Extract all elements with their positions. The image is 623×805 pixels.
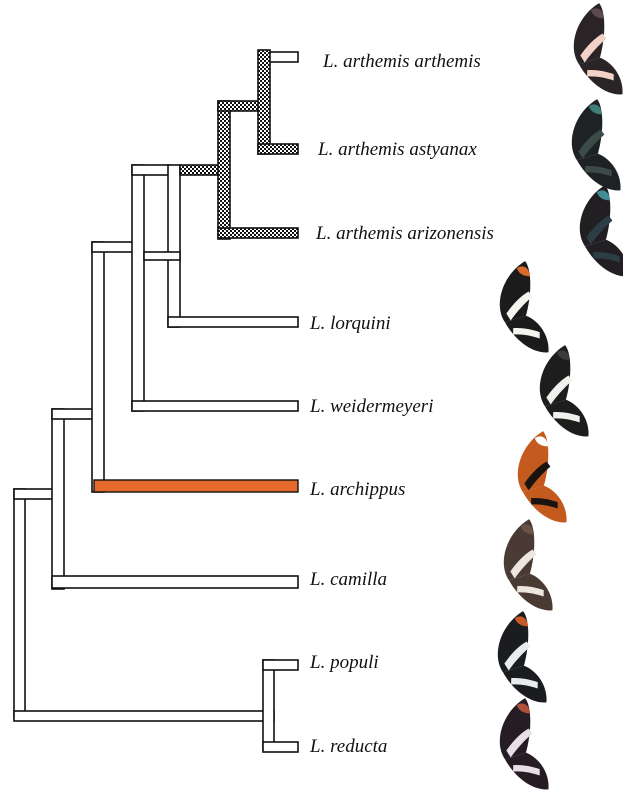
taxon-label-lorquini: L. lorquini (309, 313, 391, 334)
butterfly-images (486, 3, 623, 800)
taxon-label-archippus: L. archippus (309, 479, 405, 500)
branch-node-weidermeyeri-vertical (132, 165, 144, 411)
branch-arthemis-stem (180, 165, 222, 175)
branch-arthemis-arthemis-tip (268, 52, 298, 62)
butterfly-image-arthemis-astyanax (560, 99, 623, 201)
taxon-label-camilla: L. camilla (309, 569, 387, 590)
taxon-label-weidermeyeri: L. weidermeyeri (309, 396, 433, 417)
branch-node-weidermeyeri-stem (92, 242, 136, 252)
taxon-label-reducta: L. reducta (309, 736, 387, 757)
arthemis-branches (180, 50, 298, 239)
branch-node-archippus-vertical (92, 242, 104, 492)
branch-populi (263, 660, 298, 670)
butterfly-image-archippus (506, 431, 573, 533)
branch-root-vertical (14, 489, 25, 717)
butterfly-image-camilla (492, 519, 559, 621)
branch-arthemis-astyanax (258, 144, 298, 154)
butterfly-image-reducta (488, 698, 555, 800)
branch-arthemis-vertical (218, 101, 230, 239)
branch-arthemis-arizonensis (218, 228, 298, 238)
branch-arthemis-inner-vertical (258, 50, 270, 154)
taxon-label-arthemis-arthemis: L. arthemis arthemis (322, 51, 481, 72)
taxon-labels: L. arthemis arthemis L. arthemis astyana… (309, 51, 494, 757)
butterfly-image-weidermeyeri (528, 345, 595, 447)
butterfly-image-lorquini (488, 261, 555, 363)
branch-node-camilla-stem (14, 489, 54, 499)
branch-reducta (263, 742, 298, 752)
taxon-label-arthemis-astyanax: L. arthemis astyanax (317, 139, 477, 160)
branch-populi-reducta-vertical (263, 660, 274, 750)
tree-branches (14, 52, 298, 752)
branch-populi-reducta-stem (14, 711, 274, 721)
butterfly-image-populi (486, 611, 553, 713)
branch-weidermeyeri (132, 401, 298, 411)
branch-node-camilla-vertical (52, 409, 64, 589)
branch-camilla (52, 576, 298, 588)
taxon-label-populi: L. populi (309, 652, 379, 673)
branch-archippus (94, 480, 298, 492)
butterfly-image-arthemis-arizonensis (568, 185, 623, 287)
branch-lorquini (168, 317, 298, 327)
branch-node-lorquini-stem (132, 165, 170, 175)
branch-lorquini-inner (144, 252, 180, 260)
butterfly-image-arthemis-arthemis (562, 3, 623, 105)
taxon-label-arthemis-arizonensis: L. arthemis arizonensis (315, 223, 494, 244)
branch-node-lorquini-vertical (168, 165, 180, 327)
